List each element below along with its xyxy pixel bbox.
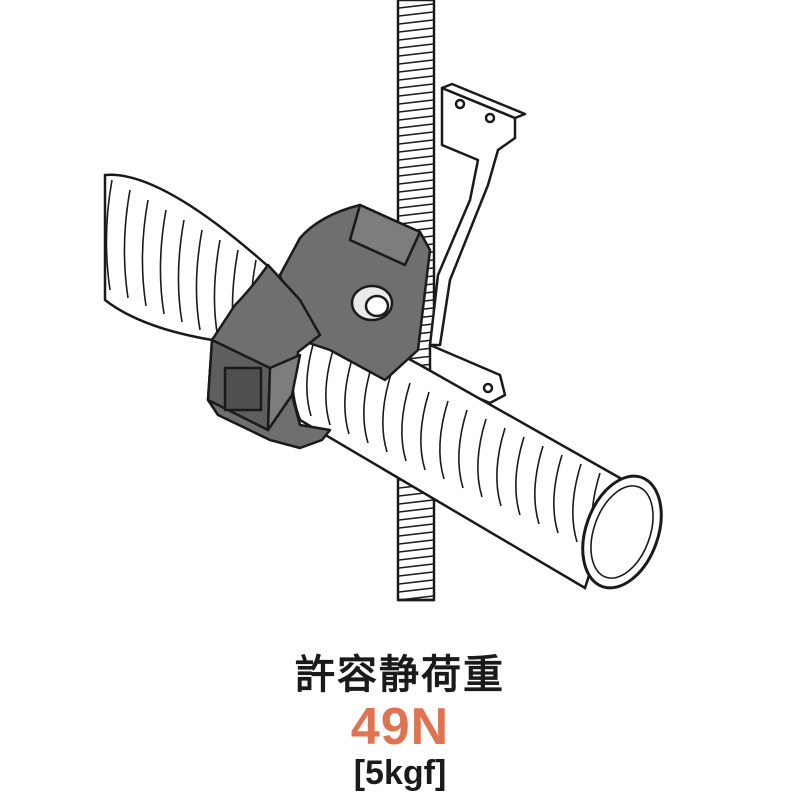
flexible-hose: [103, 173, 663, 590]
mounting-bracket: [428, 82, 527, 405]
product-illustration: [103, 0, 663, 602]
allowable-static-load-label: 許容静荷重: [295, 652, 505, 698]
hose-hanger: [206, 203, 432, 450]
load-value-newton: 49N: [350, 698, 450, 756]
load-value-kgf: [5kgf]: [353, 754, 447, 792]
